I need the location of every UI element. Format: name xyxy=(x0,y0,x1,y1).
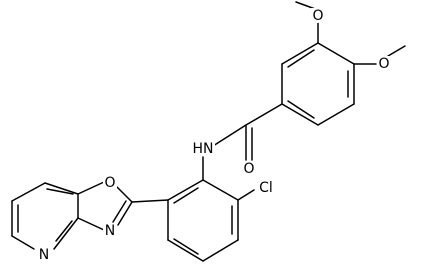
atom-label: O xyxy=(378,56,389,72)
atom-label: Cl xyxy=(259,180,273,196)
bond xyxy=(202,179,239,201)
atom-o-oxazole: O xyxy=(103,175,117,191)
atom-label-layer: O O HN O Cl O xyxy=(37,8,391,263)
bond xyxy=(112,200,127,223)
bond xyxy=(53,217,79,250)
bond xyxy=(167,239,204,262)
atom-label: O xyxy=(243,161,254,177)
bond xyxy=(202,239,239,262)
bond xyxy=(44,182,79,195)
atom-n-pyridine: N xyxy=(37,247,51,263)
atom-cl: Cl xyxy=(255,180,277,196)
atom-label: O xyxy=(104,175,115,191)
bond xyxy=(387,45,406,57)
bond-inner xyxy=(173,238,199,255)
bond-inner xyxy=(287,100,315,119)
bond xyxy=(317,103,355,126)
atom-o-methoxy-top: O xyxy=(311,8,325,24)
atom-o-methoxy-right: O xyxy=(377,56,391,72)
bond xyxy=(212,124,247,147)
bond xyxy=(131,199,169,203)
bond-inner xyxy=(55,220,73,242)
atom-nh: HN xyxy=(191,141,215,157)
bond-inner xyxy=(287,49,315,68)
bond xyxy=(317,42,355,65)
atom-label: HN xyxy=(193,141,214,157)
bond xyxy=(245,103,283,126)
atom-label: N xyxy=(105,223,115,239)
atom-label: N xyxy=(39,247,49,263)
bond-layer xyxy=(11,1,406,262)
atom-label: O xyxy=(312,8,323,24)
bond xyxy=(281,42,319,65)
atom-n-oxazole: N xyxy=(103,223,117,239)
bond xyxy=(117,201,133,226)
bond xyxy=(167,179,204,201)
bond xyxy=(11,235,35,250)
bond-inner xyxy=(46,188,74,195)
bond xyxy=(116,186,133,203)
bond xyxy=(77,181,105,195)
bond xyxy=(237,189,255,201)
atom-o-carbonyl: O xyxy=(242,161,256,177)
bond xyxy=(11,182,46,202)
bond-inner xyxy=(173,187,199,204)
bond xyxy=(77,217,105,231)
bond xyxy=(281,103,319,126)
